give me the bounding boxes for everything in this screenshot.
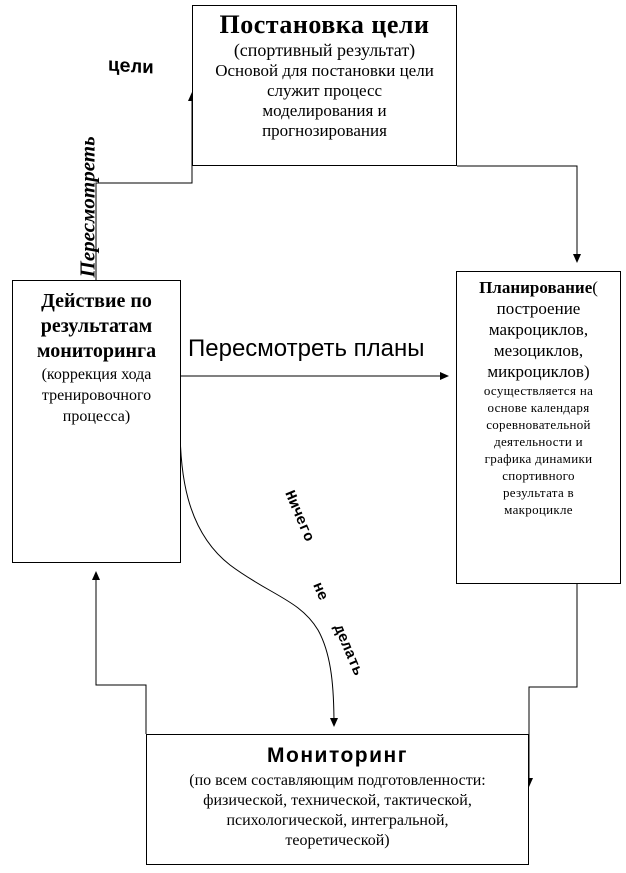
planning-small-line: соревновательной [486, 417, 591, 432]
planning-small-line: основе календаря [487, 400, 590, 415]
action-title-line: результатам [40, 315, 153, 337]
goal-body-line: моделирования и [262, 101, 387, 120]
arrow-goal-to-planning [457, 165, 581, 263]
action-title-line: Действие по [41, 290, 152, 312]
arrow-planning-to-monitoring [525, 584, 578, 787]
planning-small-line: спортивного [502, 468, 575, 483]
goal-subtitle: (спортивный результат) [233, 40, 416, 60]
goal-body-line: служит процесс [266, 81, 383, 100]
arrow-do-nothing-curve [179, 424, 338, 727]
goal-body-line: прогнозирования [262, 121, 387, 140]
goal-title: Постановка цели [219, 10, 430, 39]
planning-small-line: графика динамики [484, 451, 593, 466]
planning-small-line: деятельности и [494, 434, 583, 449]
monitoring-title: Мониторинг [267, 744, 408, 767]
monitoring-body-line: (по всем составляющим подготовленности: [189, 772, 486, 789]
monitoring-body-line: теоретической) [285, 832, 390, 849]
goal-body-line: Основой для постановки цели [215, 61, 434, 80]
planning-small-line: результата в [502, 485, 574, 500]
action-body-line: (коррекция хода [41, 366, 152, 383]
planning-small-line: макроцикле [504, 502, 573, 517]
planning-body-line: построение [496, 299, 581, 318]
monitoring-action-box: Действие по результатам мониторинга (кор… [12, 280, 181, 563]
action-body-line: тренировочного [41, 387, 152, 404]
revise-plans-label: Пересмотреть планы [188, 335, 425, 362]
goals-word-label: цели [108, 54, 154, 80]
revise-goals-label: Пересмотреть [75, 136, 100, 278]
planning-title-bold: Планирование [479, 278, 593, 297]
planning-body-line: микроциклов) [487, 362, 590, 381]
planning-body-line: мезоциклов, [493, 341, 584, 360]
monitoring-body-line: психологической, интегральной, [226, 812, 449, 829]
planning-title-paren: ( [592, 278, 598, 297]
monitoring-box: Мониторинг (по всем составляющим подгото… [146, 734, 529, 865]
planning-small-line: осуществляется на [483, 383, 594, 398]
planning-body-line: макроциклов, [488, 320, 589, 339]
action-body-line: процесса) [62, 408, 131, 425]
planning-title: Планирование( [457, 278, 620, 298]
monitoring-body-line: физической, технической, тактической, [203, 792, 472, 809]
planning-box: Планирование( построение макроциклов, ме… [456, 271, 621, 584]
action-title-line: мониторинга [36, 340, 157, 362]
goal-setting-box: Постановка цели (спортивный результат) О… [192, 5, 457, 166]
arrow-action-to-goal [95, 92, 196, 280]
arrow-monitoring-to-action [92, 571, 147, 734]
